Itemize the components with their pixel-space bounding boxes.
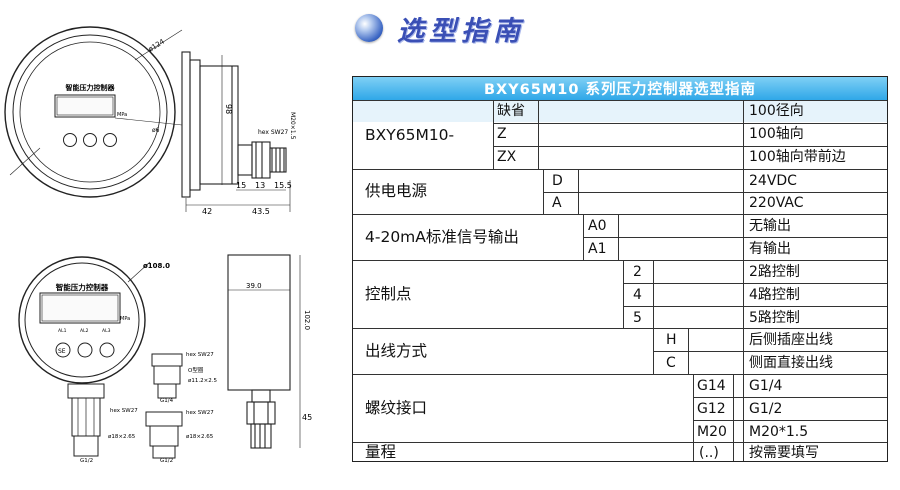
option-code: G14	[697, 378, 726, 394]
option-desc: 4路控制	[749, 287, 800, 303]
button-label: SE	[58, 348, 66, 355]
option-code: M20	[697, 424, 727, 440]
hex-label-top: hex SW27	[258, 129, 288, 136]
option-code: H	[666, 332, 677, 348]
outlet-label: 出线方式	[365, 342, 428, 360]
front-title-bottom: 智能压力控制器	[56, 282, 109, 292]
option-code: 4	[633, 287, 642, 303]
model-label: BXY65M10-	[365, 126, 455, 144]
option-code: Z	[497, 126, 507, 142]
led-label: AL2	[80, 328, 89, 334]
option-desc: 100径向	[749, 103, 804, 119]
option-desc: G1/2	[749, 401, 783, 417]
bottom-dimension-drawing: 智能压力控制器 MPa AL1 AL2 AL3 SE ø108.0 hex SW…	[18, 254, 312, 464]
control-label: 控制点	[365, 285, 412, 303]
dim-label: 43.5	[252, 207, 270, 216]
section-heading: 选型指南	[355, 8, 525, 48]
small-dim-label-bottom: 45	[302, 413, 312, 422]
dim-label: 13	[255, 181, 265, 190]
unit-label-top: MPa	[117, 112, 127, 118]
oring-size: ø11.2×2.5	[188, 378, 217, 384]
dim-label: 15.5	[274, 181, 292, 190]
option-desc: 侧面直接出线	[749, 355, 833, 371]
section-title: 选型指南	[397, 15, 525, 47]
dim-label: 42	[202, 207, 212, 216]
table-band	[353, 100, 887, 122]
top-dimension-drawing: 智能压力控制器 MPa ø124 ø6 98 hex SW27 M20×1.5 …	[4, 26, 296, 216]
option-code: 2	[633, 264, 642, 280]
led-label: AL3	[102, 328, 111, 334]
option-desc: 100轴向	[749, 126, 804, 142]
front-view-bottom	[18, 256, 183, 459]
option-code: A1	[588, 241, 607, 257]
width-label-bottom: 39.0	[246, 282, 262, 290]
option-code: D	[552, 173, 563, 189]
side-view-bottom	[227, 254, 301, 449]
option-desc: G1/4	[749, 378, 783, 394]
option-code: A	[552, 195, 562, 211]
option-code: 缺省	[497, 103, 525, 119]
hex-label: hex SW27	[110, 408, 138, 414]
selection-guide-table: BXY65M10 系列压力控制器选型指南 BXY65M10- 供电电源 4-20…	[352, 76, 888, 462]
option-desc: 无输出	[749, 218, 791, 234]
thread-label: G1/4	[160, 398, 174, 404]
oring-size: ø18×2.65	[186, 434, 214, 440]
front-view-top	[4, 26, 183, 198]
range-label: 量程	[365, 443, 397, 461]
option-desc: 100轴向带前边	[749, 149, 846, 165]
bullet-icon	[355, 14, 383, 42]
option-code: (..)	[699, 445, 719, 461]
signal-label: 4-20mA标准信号输出	[365, 228, 519, 246]
option-code: A0	[588, 218, 607, 234]
option-desc: 5路控制	[749, 310, 800, 326]
power-label: 供电电源	[365, 182, 428, 200]
thread-label-top: M20×1.5	[289, 112, 296, 140]
option-code: ZX	[497, 149, 517, 165]
thread-label: G1/2	[160, 458, 173, 464]
thread-label: G1/2	[80, 458, 93, 464]
oring-label: O型圈	[188, 366, 204, 374]
option-code: G12	[697, 401, 726, 417]
table-header: BXY65M10 系列压力控制器选型指南	[353, 77, 887, 100]
option-desc: 24VDC	[749, 173, 797, 189]
thread-label: 螺纹接口	[365, 399, 428, 417]
option-desc: 后侧插座出线	[749, 332, 833, 348]
hex-label: hex SW27	[186, 410, 214, 416]
option-desc: 2路控制	[749, 264, 800, 280]
side-view-top	[181, 51, 291, 212]
hex-label: hex SW27	[186, 352, 214, 358]
height-label-top: 98	[224, 104, 233, 114]
height-label-bottom: 102.0	[303, 310, 311, 330]
dia-small-label-top: ø6	[152, 127, 160, 134]
dim-label: 15	[236, 181, 246, 190]
led-label: AL1	[58, 328, 67, 334]
front-title-top: 智能压力控制器	[66, 83, 116, 92]
option-desc: 按需要填写	[749, 445, 819, 461]
option-desc: 220VAC	[749, 195, 804, 211]
option-code: C	[666, 355, 676, 371]
option-desc: M20*1.5	[749, 424, 809, 440]
option-code: 5	[633, 310, 642, 326]
dia-label-bottom: ø108.0	[143, 262, 170, 270]
oring-size: ø18×2.65	[108, 434, 136, 440]
option-desc: 有输出	[749, 241, 791, 257]
unit-label-bottom: MPa	[120, 316, 130, 322]
